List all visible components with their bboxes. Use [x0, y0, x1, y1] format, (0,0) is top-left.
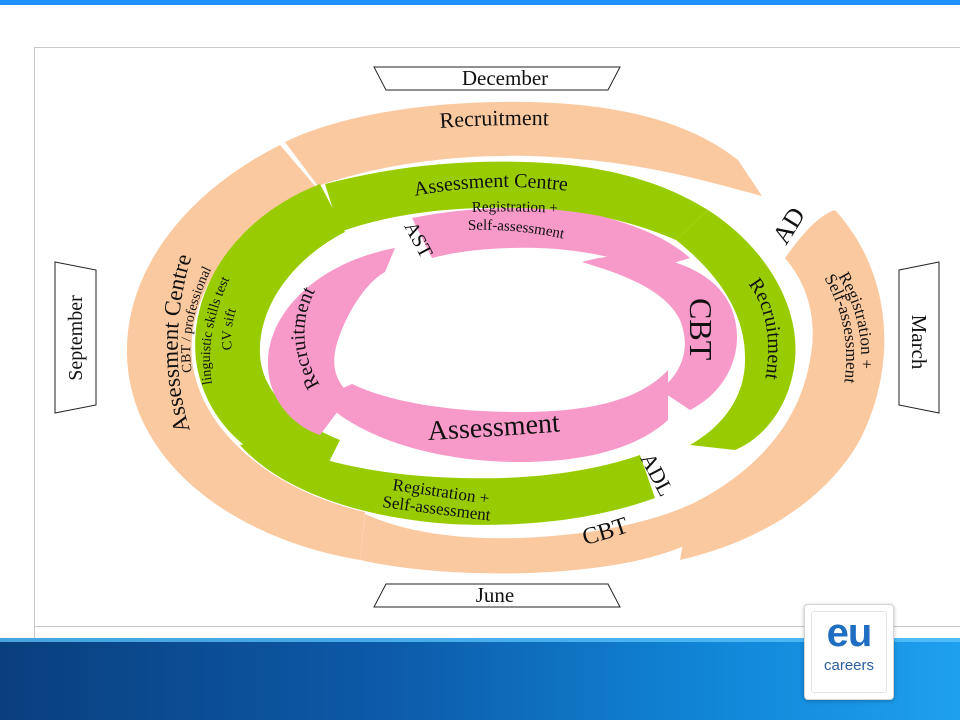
middle-ring-top-segment	[325, 161, 708, 240]
footer-band	[0, 638, 960, 720]
logo-eu-text: eu	[826, 611, 873, 655]
month-marker-top-shape	[373, 66, 621, 91]
outer-recruitment-label: Recruitment	[439, 105, 550, 133]
outer-ring-top-segment	[285, 101, 762, 196]
inner-ring-bottom-segment	[320, 370, 668, 462]
month-marker-left: September	[54, 261, 97, 414]
middle-ring-bottom-segment	[240, 440, 655, 525]
eu-careers-logo: eu careers	[804, 604, 894, 700]
month-marker-left-shape	[54, 261, 97, 414]
bottom-divider	[34, 626, 960, 627]
middle-ring-left-segment	[195, 184, 345, 480]
inner-ring-left-segment	[267, 248, 395, 435]
logo-careers-text: careers	[823, 657, 875, 674]
month-marker-top: December	[373, 66, 621, 91]
outer-ring-bottom-segment	[360, 500, 740, 574]
month-december: December	[462, 66, 548, 90]
inner-ring-right-segment	[582, 255, 737, 410]
inner-ring-top-segment	[412, 207, 690, 270]
month-marker-bottom: June	[373, 583, 621, 608]
outer-ring: Recruitment Assessment Centre Registrati…	[126, 101, 885, 574]
middle-cbt-line3: CV sift	[220, 306, 240, 350]
inner-registration-line1: Registration +	[472, 199, 559, 217]
month-marker-bottom-shape	[373, 583, 621, 608]
logo-inner-border	[811, 611, 887, 693]
month-september: September	[65, 295, 87, 381]
inner-ring: Recruitment Registration + Self-assessme…	[267, 199, 737, 462]
middle-ring-right-segment	[676, 210, 796, 450]
footer-stripe	[0, 638, 960, 642]
top-accent-bar	[0, 0, 960, 5]
month-june: June	[476, 583, 515, 607]
month-march: March	[907, 315, 931, 370]
inner-cbt-label: CBT	[683, 298, 719, 361]
slide-frame	[34, 47, 960, 638]
month-marker-right: March	[898, 261, 940, 414]
month-marker-right-shape	[898, 261, 940, 414]
outer-ring-right-segment	[680, 210, 885, 560]
outer-ring-left-segment	[126, 145, 365, 560]
